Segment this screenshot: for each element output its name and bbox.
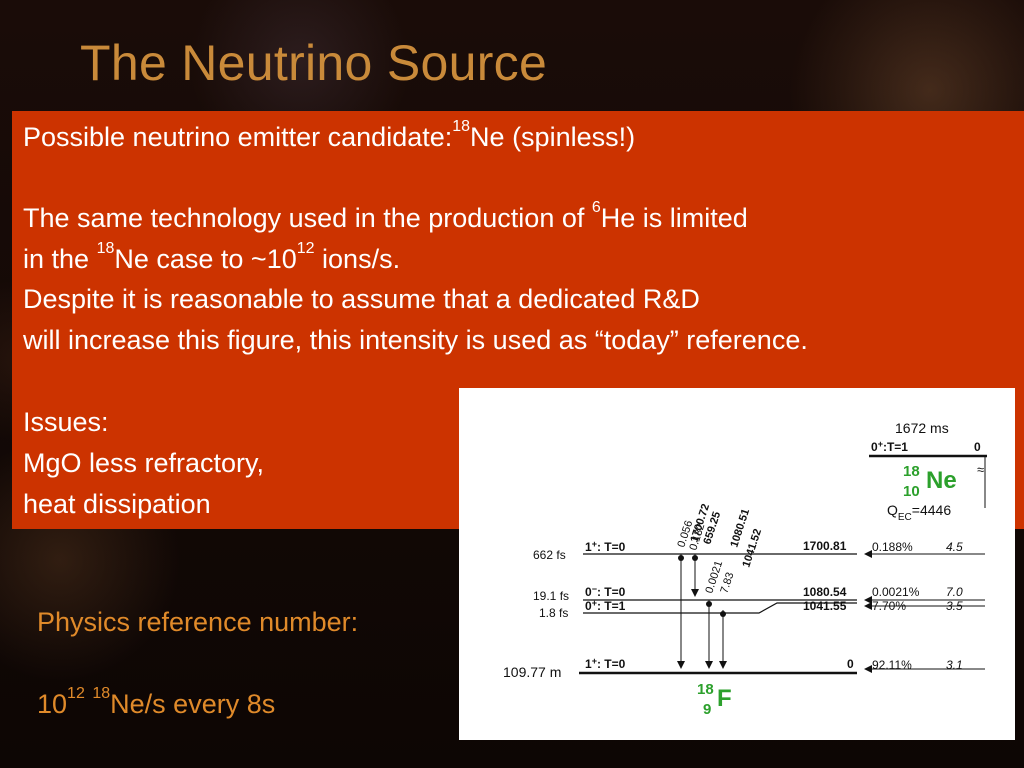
decay-scheme-figure: 1672 ms 0+:T=1 0 ≈ 18 10 Ne QEC=4446 662… [459, 388, 1015, 740]
text-line-technology: The same technology used in the producti… [23, 199, 748, 234]
physics-reference-label: Physics reference number: [37, 607, 359, 637]
gamma-1700-dot [678, 555, 684, 561]
gamma-1080-dot [706, 601, 712, 607]
parent-symbol: Ne [926, 467, 957, 494]
level-3-line [583, 602, 857, 614]
level-1-lifetime: 662 fs [533, 548, 566, 562]
physics-reference-value: 1012 18Ne/s every 8s [37, 685, 276, 720]
text-line-intensity: in the 18Ne case to ~1012 ions/s. [23, 240, 401, 275]
level-2-lifetime: 19.1 fs [533, 589, 569, 603]
level-2-energy: 1080.54 [803, 585, 847, 599]
daughter-z: 9 [703, 701, 711, 718]
daughter-mass: 18 [697, 681, 714, 698]
parent-z: 10 [903, 483, 920, 500]
parent-halflife: 1672 ms [895, 420, 949, 436]
level-1-branch: 0.188% [872, 540, 913, 554]
parent-mass: 18 [903, 463, 920, 480]
level-4-state: 1+: T=0 [585, 656, 626, 671]
level-2-branch: 0.0021% [872, 585, 920, 599]
level-1-energy: 1700.81 [803, 539, 847, 553]
level-3-lifetime: 1.8 fs [539, 606, 568, 620]
break-mark-icon: ≈ [977, 462, 984, 477]
text-line-heat: heat dissipation [23, 489, 211, 519]
level-4-logft: 3.1 [946, 658, 963, 672]
text-line-issues: Issues: [23, 407, 109, 437]
text-line-reference: will increase this figure, this intensit… [23, 325, 808, 355]
level-2-logft: 7.0 [946, 585, 963, 599]
level-1-logft: 4.5 [946, 540, 963, 554]
parent-spin: 0+:T=1 [871, 439, 908, 454]
level-4-energy: 0 [847, 657, 854, 671]
level-2-state: 0−: T=0 [585, 584, 626, 599]
level-3-energy: 1041.55 [803, 599, 847, 613]
gamma-1041-dot [720, 611, 726, 617]
level-1-state: 1+: T=0 [585, 539, 626, 554]
text-line-rnd: Despite it is reasonable to assume that … [23, 284, 700, 314]
text-line-candidate: Possible neutrino emitter candidate:18Ne… [23, 118, 636, 153]
daughter-symbol: F [717, 685, 732, 712]
text-line-mgo: MgO less refractory, [23, 448, 265, 478]
level-3-state: 0+: T=1 [585, 598, 626, 613]
level-4-lifetime: 109.77 m [503, 664, 561, 680]
q-value: QEC=4446 [887, 502, 951, 523]
decay-scheme-diagram: 1672 ms 0+:T=1 0 ≈ 18 10 Ne QEC=4446 662… [503, 420, 987, 718]
parent-energy: 0 [974, 440, 981, 454]
gamma-659-dot [692, 555, 698, 561]
level-4-branch: 92.11% [872, 658, 912, 672]
slide-title: The Neutrino Source [80, 35, 548, 91]
